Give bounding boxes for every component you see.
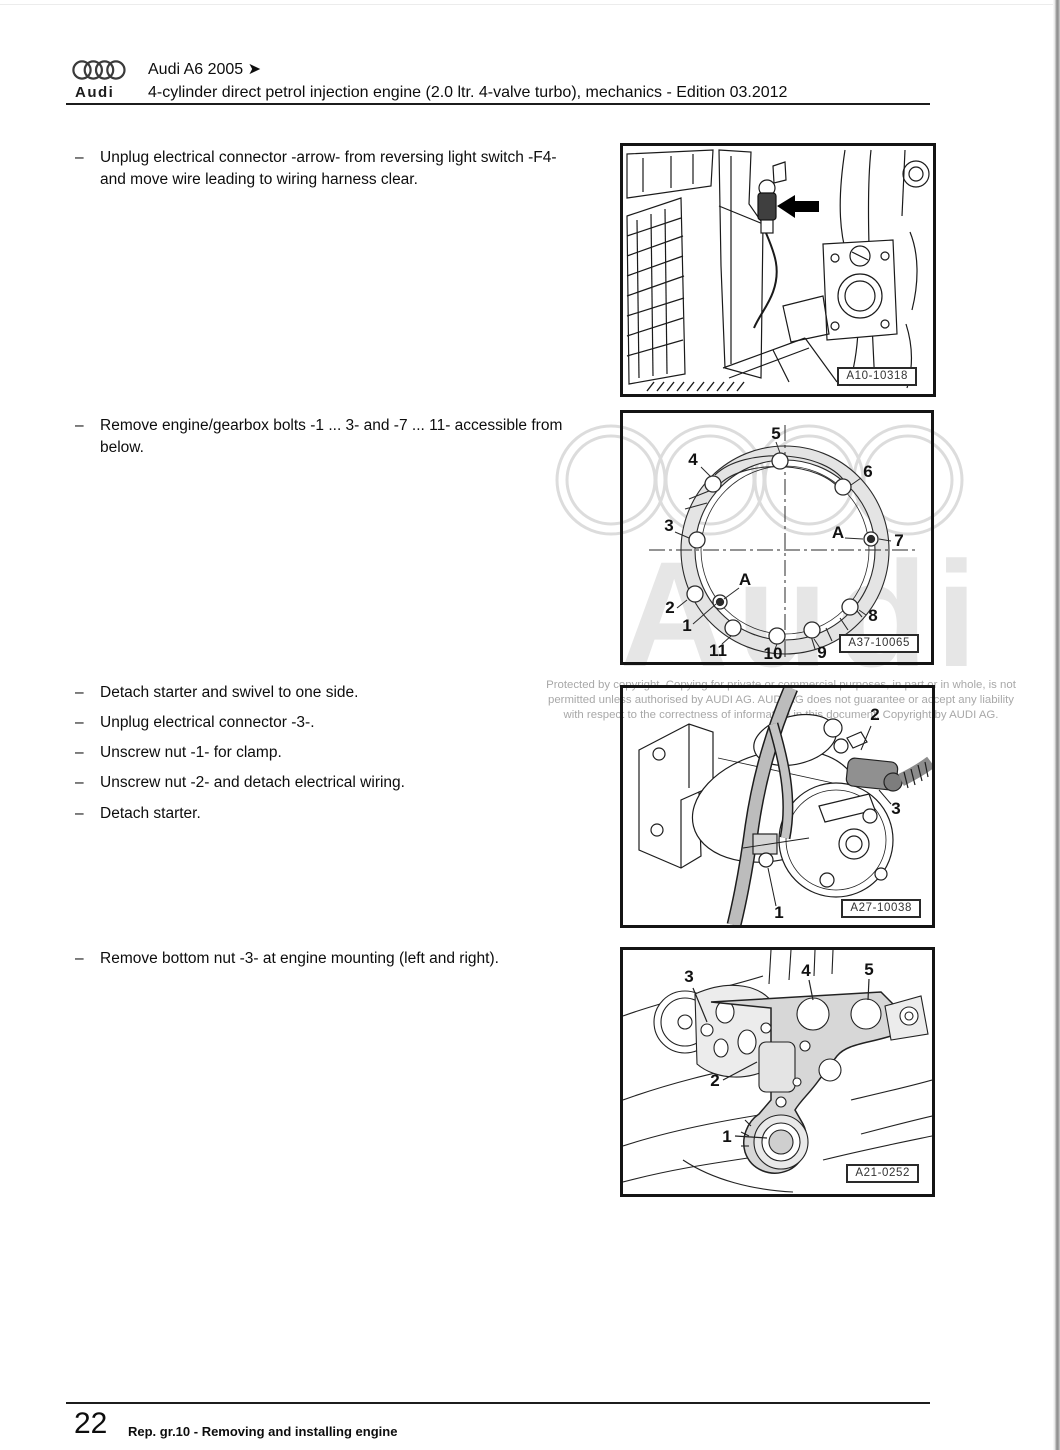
step-text: Detach starter. — [100, 805, 201, 822]
bracket-pad-2 — [758, 1041, 796, 1093]
callout-label: 3 — [664, 516, 673, 535]
connector-f4 — [757, 192, 777, 221]
callout-label: 5 — [771, 424, 780, 443]
figure-box-a37-10065: 5 4 6 3 A 7 2 A 1 11 10 9 8 A37-10065 — [620, 410, 934, 665]
leader-lines — [767, 725, 892, 907]
step-text: Unplug electrical connector -arrow- from… — [100, 149, 557, 188]
callout-label: 5 — [864, 960, 873, 979]
audi-wordmark: Audi — [75, 84, 115, 101]
gearbox-flange-diagram: 5 4 6 3 A 7 2 A 1 11 10 9 8 — [649, 424, 919, 662]
step-item: – Unscrew nut -1- for clamp. — [75, 742, 582, 764]
clamp — [752, 833, 778, 855]
step-marker: – — [75, 805, 84, 822]
figure-id-label: A10-10318 — [837, 367, 917, 386]
step-marker: – — [75, 714, 84, 731]
callout-label: 7 — [894, 531, 903, 550]
bolt-hole-4 — [796, 997, 830, 1031]
step-item: – Detach starter and swivel to one side. — [75, 682, 582, 704]
step-item: – Remove bottom nut -3- at engine mounti… — [75, 948, 582, 970]
callout-label: 10 — [764, 644, 783, 662]
figure-id-label: A27-10038 — [841, 899, 921, 918]
callout-label: 2 — [870, 705, 879, 724]
leader-lines — [674, 441, 892, 650]
step-marker: – — [75, 744, 84, 761]
callout-label: 4 — [688, 450, 698, 469]
step-item: – Unplug electrical connector -3-. — [75, 712, 582, 734]
audi-rings-logo-icon — [72, 60, 126, 80]
callout-label: 1 — [722, 1127, 731, 1146]
callout-label: 6 — [863, 462, 872, 481]
nut-1 — [758, 852, 774, 868]
header-rule — [66, 103, 930, 105]
callout-label: 3 — [684, 967, 693, 986]
cable-sleeve — [898, 756, 932, 786]
step-text: Remove bottom nut -3- at engine mounting… — [100, 950, 499, 967]
footer-rule — [66, 1402, 930, 1404]
callout-label: 3 — [891, 799, 900, 818]
step-item: – Detach starter. — [75, 803, 582, 825]
step-marker: – — [75, 149, 84, 166]
hatch-marks — [646, 381, 745, 392]
figure-box-a10-10318: A10-10318 — [620, 143, 936, 397]
step-marker: – — [75, 774, 84, 791]
step-item: – Unscrew nut -2- and detach electrical … — [75, 772, 582, 794]
callout-label: A — [739, 570, 751, 589]
callout-label: 1 — [774, 903, 783, 922]
callout-label: 1 — [682, 616, 691, 635]
model-line: Audi A6 2005 ➤ — [148, 61, 262, 78]
direction-arrow-icon — [777, 195, 819, 218]
step-text: Unscrew nut -2- and detach electrical wi… — [100, 774, 405, 791]
page-top-edge — [0, 4, 1053, 5]
brand-watermark: Audi — [620, 530, 985, 698]
step-marker: – — [75, 950, 84, 967]
figure-box-a21-0252: 3 4 5 2 1 A21-0252 — [620, 947, 935, 1197]
callout-label: 11 — [709, 641, 727, 660]
step-text: Remove engine/gearbox bolts -1 ... 3- an… — [100, 417, 563, 456]
bolt-hole-5 — [850, 998, 882, 1030]
callout-label: 8 — [868, 606, 877, 625]
figure-id-label: A21-0252 — [846, 1164, 919, 1183]
callout-label: 2 — [710, 1071, 719, 1090]
step-text: Unscrew nut -1- for clamp. — [100, 744, 282, 761]
footer-caption: Rep. gr.10 - Removing and installing eng… — [128, 1424, 398, 1439]
step-marker: – — [75, 684, 84, 701]
step-text: Unplug electrical connector -3-. — [100, 714, 315, 731]
callout-label: 4 — [801, 961, 811, 980]
page-number: 22 — [74, 1407, 108, 1440]
step-text: Detach starter and swivel to one side. — [100, 684, 359, 701]
nut-3 — [700, 1023, 714, 1037]
engine-mounting-line-art: 3 4 5 2 1 — [623, 950, 932, 1193]
step-item: – Unplug electrical connector -arrow- fr… — [75, 147, 582, 191]
engine-line-art — [626, 149, 930, 392]
wiring-harness-line — [753, 232, 778, 329]
leader-lines — [692, 978, 870, 1139]
step-marker: – — [75, 417, 84, 434]
bolt-holes — [686, 452, 879, 645]
step-item: – Remove engine/gearbox bolts -1 ... 3- … — [75, 415, 582, 459]
document-title: 4-cylinder direct petrol injection engin… — [148, 84, 788, 101]
figure-box-a27-10038: 2 3 1 A27-10038 — [620, 685, 935, 928]
callout-label: 2 — [665, 598, 674, 617]
starter-line-art: 2 3 1 — [638, 688, 932, 925]
nut-2 — [846, 731, 868, 749]
figure-id-label: A37-10065 — [839, 634, 919, 653]
scrollbar[interactable] — [1053, 0, 1060, 1450]
callout-label: A — [832, 523, 844, 542]
callout-label: 9 — [817, 643, 826, 662]
